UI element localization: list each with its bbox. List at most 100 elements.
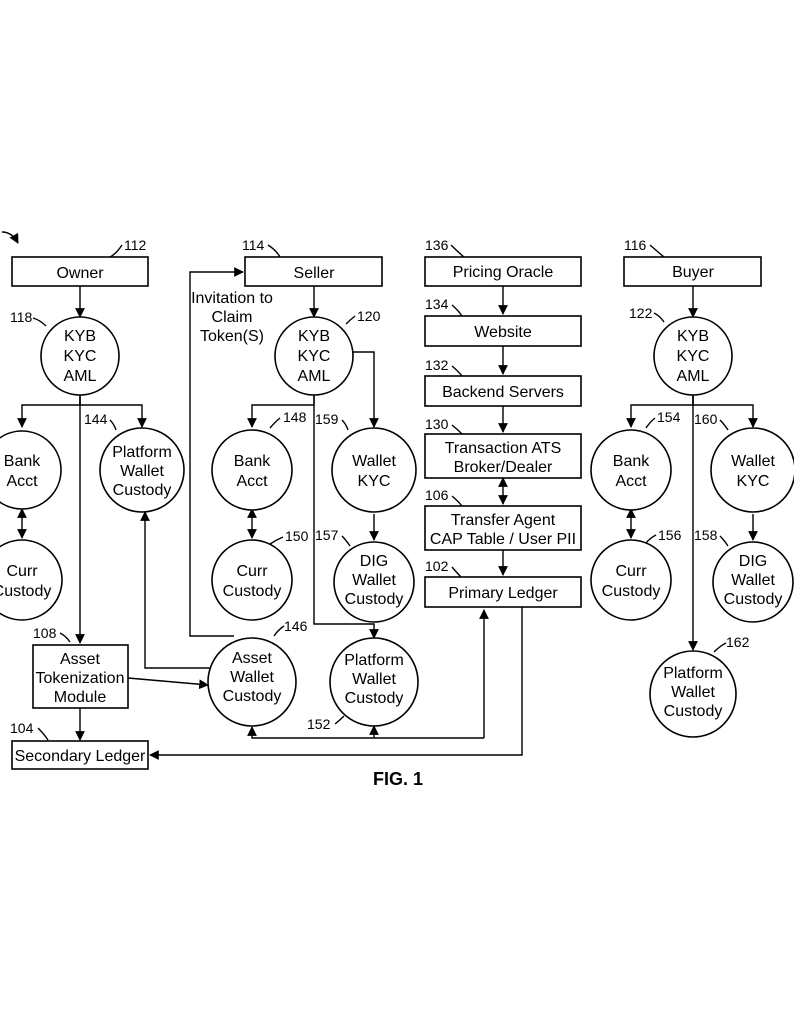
invitation-line1: Invitation to bbox=[191, 290, 273, 307]
leader-154 bbox=[645, 417, 656, 429]
transaction-ats-box: Transaction ATS Broker/Dealer bbox=[424, 433, 582, 479]
owner-kyc-line1: KYB bbox=[64, 328, 96, 345]
leader-130 bbox=[451, 424, 463, 435]
invitation-annotation: Invitation to Claim Token(S) bbox=[191, 290, 273, 345]
asset-tokenization-label-line3: Module bbox=[54, 689, 107, 706]
pricing-oracle-box: Pricing Oracle bbox=[424, 256, 582, 287]
seller-dig-wallet-circle: DIG Wallet Custody bbox=[333, 541, 415, 623]
ref-132: 132 bbox=[425, 357, 449, 373]
transaction-ats-label-line2: Broker/Dealer bbox=[454, 459, 553, 476]
leader-157 bbox=[341, 535, 351, 547]
owner-box: Owner bbox=[11, 256, 149, 287]
owner-curr-circle: Curr Custody bbox=[0, 539, 63, 621]
arrow-seller-kyc-platformwallet bbox=[313, 395, 379, 639]
seller-curr-circle: Curr Custody bbox=[211, 539, 293, 621]
leader-108 bbox=[59, 632, 71, 643]
ref-108: 108 bbox=[33, 625, 57, 641]
owner-bank-line1: Bank bbox=[4, 453, 41, 470]
ref-158: 158 bbox=[694, 527, 718, 543]
buyer-bank-circle: Bank Acct bbox=[590, 429, 672, 511]
buyer-bank-line2: Acct bbox=[615, 473, 647, 490]
leader-112 bbox=[109, 244, 123, 258]
leader-106 bbox=[451, 495, 463, 507]
arrow-ledger-to-assetwallet bbox=[247, 726, 484, 739]
ref-102: 102 bbox=[425, 558, 449, 574]
buyer-wallet-kyc-circle: Wallet KYC bbox=[710, 427, 794, 513]
website-label: Website bbox=[474, 324, 532, 341]
seller-platform-wallet-circle: Platform Wallet Custody bbox=[329, 637, 419, 727]
backend-servers-label: Backend Servers bbox=[442, 384, 564, 401]
ref-159: 159 bbox=[315, 411, 339, 427]
owner-bank-circle: Bank Acct bbox=[0, 430, 62, 510]
ref-154: 154 bbox=[657, 409, 681, 425]
asset-wallet-line2: Wallet bbox=[230, 669, 274, 686]
owner-label: Owner bbox=[56, 265, 104, 282]
invitation-line3: Token(S) bbox=[200, 328, 264, 345]
transfer-agent-label-line1: Transfer Agent bbox=[451, 512, 556, 529]
ref-106: 106 bbox=[425, 487, 449, 503]
ref-162: 162 bbox=[726, 634, 750, 650]
backend-servers-box: Backend Servers bbox=[424, 375, 582, 407]
seller-kyc-line1: KYB bbox=[298, 328, 330, 345]
seller-kyc-line3: AML bbox=[298, 368, 331, 385]
buyer-platform-wallet-line1: Platform bbox=[663, 665, 723, 682]
owner-curr-line2: Custody bbox=[0, 583, 51, 600]
owner-platform-wallet-line2: Wallet bbox=[120, 463, 164, 480]
leader-162 bbox=[713, 642, 727, 653]
ref-144: 144 bbox=[84, 411, 108, 427]
secondary-ledger-box: Secondary Ledger bbox=[11, 740, 149, 770]
seller-platform-wallet-line2: Wallet bbox=[352, 671, 396, 688]
buyer-dig-wallet-circle: DIG Wallet Custody bbox=[712, 541, 794, 623]
buyer-curr-circle: Curr Custody bbox=[590, 539, 672, 621]
owner-platform-wallet-line1: Platform bbox=[112, 444, 172, 461]
transaction-ats-label-line1: Transaction ATS bbox=[445, 440, 562, 457]
leader-146 bbox=[273, 625, 285, 637]
seller-kyc-circle: KYB KYC AML bbox=[274, 316, 354, 396]
buyer-label: Buyer bbox=[672, 264, 714, 281]
owner-kyc-line3: AML bbox=[64, 368, 97, 385]
pricing-oracle-label: Pricing Oracle bbox=[453, 264, 554, 281]
leader-136 bbox=[450, 244, 465, 258]
owner-bank-line2: Acct bbox=[6, 473, 38, 490]
seller-wallet-kyc-line1: Wallet bbox=[352, 453, 396, 470]
ref-112: 112 bbox=[124, 237, 147, 253]
asset-tokenization-label-line2: Tokenization bbox=[36, 670, 125, 687]
leader-148 bbox=[269, 417, 281, 429]
transfer-agent-box: Transfer Agent CAP Table / User PII bbox=[424, 505, 582, 551]
seller-dig-wallet-line1: DIG bbox=[360, 553, 388, 570]
ref-120: 120 bbox=[357, 308, 381, 324]
ref-134: 134 bbox=[425, 296, 449, 312]
leader-114 bbox=[267, 244, 281, 258]
seller-kyc-line2: KYC bbox=[298, 348, 331, 365]
buyer-dig-wallet-line3: Custody bbox=[724, 591, 783, 608]
buyer-wallet-kyc-line2: KYC bbox=[737, 473, 770, 490]
buyer-curr-line2: Custody bbox=[602, 583, 661, 600]
buyer-platform-wallet-circle: Platform Wallet Custody bbox=[649, 650, 737, 738]
leader-120 bbox=[345, 315, 356, 325]
arrow-seller-kyc-walletkyc bbox=[352, 351, 379, 428]
asset-wallet-line1: Asset bbox=[232, 650, 273, 667]
ref-160: 160 bbox=[694, 411, 718, 427]
leader-150 bbox=[269, 536, 284, 545]
asset-wallet-circle: Asset Wallet Custody bbox=[207, 637, 297, 727]
buyer-bank-line1: Bank bbox=[613, 453, 650, 470]
ref-156: 156 bbox=[658, 527, 682, 543]
leader-159 bbox=[341, 419, 349, 431]
seller-curr-line1: Curr bbox=[236, 563, 268, 580]
seller-wallet-kyc-line2: KYC bbox=[358, 473, 391, 490]
buyer-kyc-line1: KYB bbox=[677, 328, 709, 345]
secondary-ledger-label: Secondary Ledger bbox=[15, 748, 146, 765]
invitation-line2: Claim bbox=[212, 309, 253, 326]
buyer-kyc-circle: KYB KYC AML bbox=[653, 316, 733, 396]
ref-114: 114 bbox=[242, 237, 265, 253]
arrow-owner-kyc-bank bbox=[17, 395, 81, 428]
buyer-dig-wallet-line2: Wallet bbox=[731, 572, 775, 589]
buyer-platform-wallet-line2: Wallet bbox=[671, 684, 715, 701]
leader-144 bbox=[109, 419, 117, 431]
ref-146: 146 bbox=[284, 618, 308, 634]
ref-148: 148 bbox=[283, 409, 307, 425]
leader-118 bbox=[32, 317, 47, 327]
ref-118: 118 bbox=[10, 309, 33, 325]
primary-ledger-box: Primary Ledger bbox=[424, 576, 582, 608]
owner-curr-line1: Curr bbox=[6, 563, 38, 580]
